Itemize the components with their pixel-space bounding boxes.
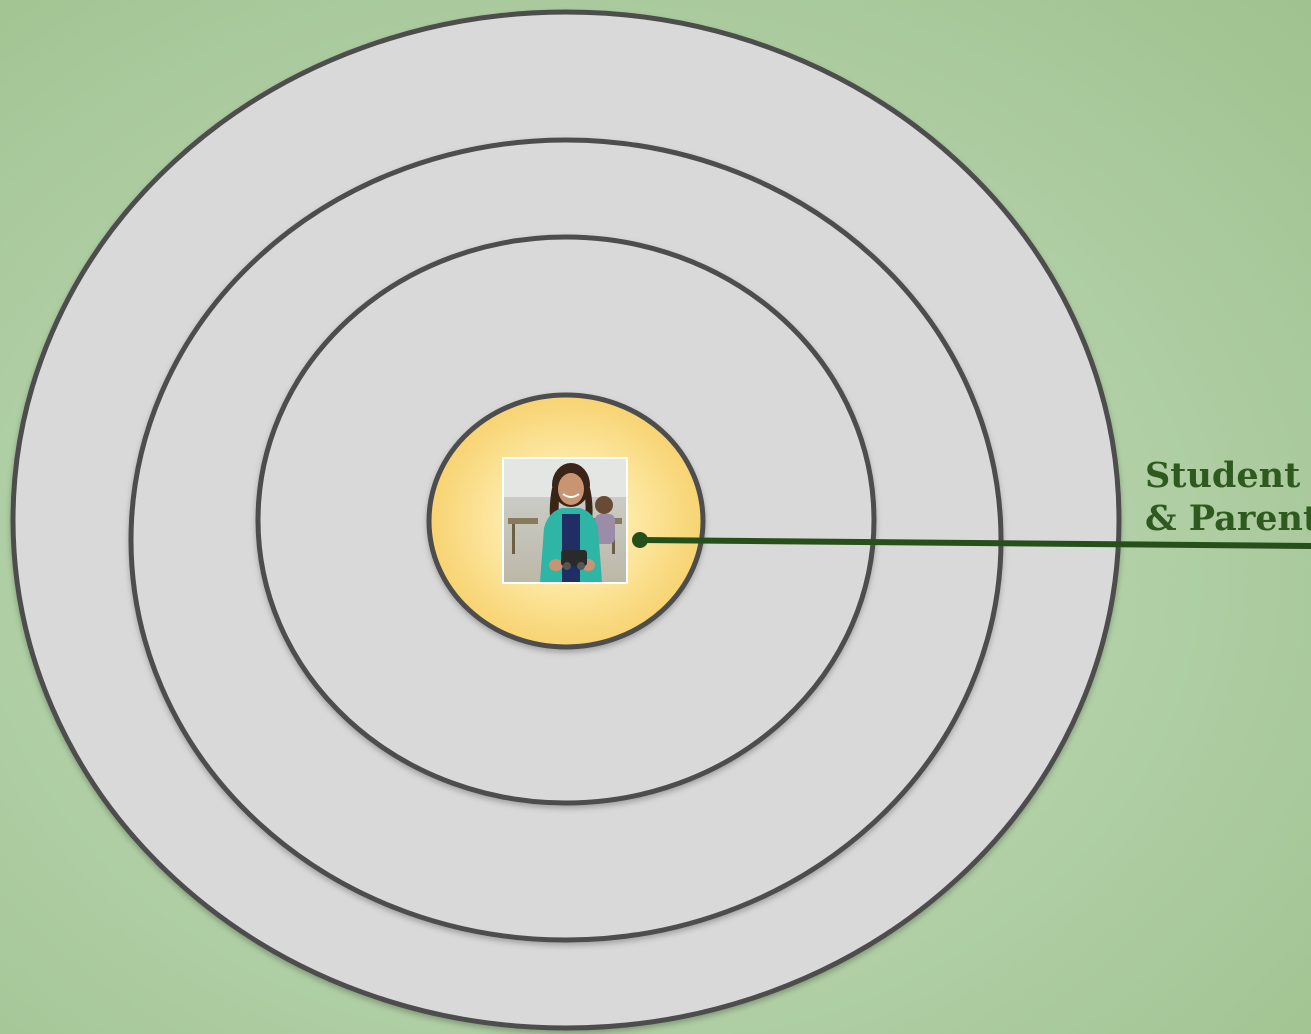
- connector-dot: [632, 532, 648, 548]
- center-label-line-1: Student: [1145, 455, 1300, 497]
- center-label-line-2: & Parent: [1145, 498, 1311, 540]
- student-photo: [502, 457, 628, 584]
